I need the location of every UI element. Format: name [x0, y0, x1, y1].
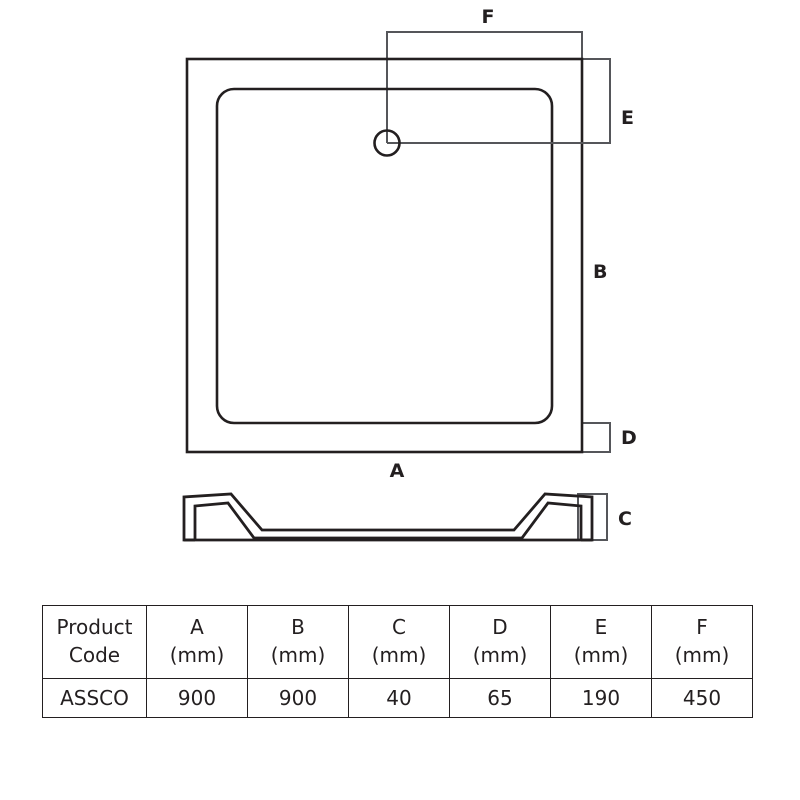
header-line-2: (mm) — [472, 643, 528, 667]
section-view-group: C — [182, 492, 632, 542]
header-line-1: Product — [56, 615, 133, 640]
cell-b: 900 — [247, 678, 349, 718]
header-line-2: Code — [68, 643, 121, 667]
table-header: Product Code A (mm) B (mm) C (mm) D (m — [42, 605, 753, 679]
cell-a: 900 — [146, 678, 248, 718]
table-header-c: C (mm) — [348, 605, 450, 679]
table-header-e: E (mm) — [550, 605, 652, 679]
cell-e: 190 — [550, 678, 652, 718]
table-header-d: D (mm) — [449, 605, 551, 679]
table-header-product-code: Product Code — [42, 605, 147, 679]
dimension-label-a: A — [390, 460, 405, 482]
table-row: ASSCO 900 900 40 65 190 450 — [42, 678, 753, 718]
dimension-label-c: C — [618, 508, 632, 530]
header-line-1: C — [392, 615, 406, 640]
dimension-e-bracket — [582, 58, 611, 144]
header-line-1: F — [696, 615, 708, 640]
header-line-2: (mm) — [270, 643, 326, 667]
table-header-f: F (mm) — [651, 605, 753, 679]
table-header-row: Product Code A (mm) B (mm) C (mm) D (m — [42, 605, 753, 679]
dimension-label-d: D — [621, 427, 637, 449]
plan-view-group: F E B D A — [185, 6, 637, 482]
cell-f: 450 — [651, 678, 753, 718]
cell-d: 65 — [449, 678, 551, 718]
table-header-a: A (mm) — [146, 605, 248, 679]
header-line-2: (mm) — [674, 643, 730, 667]
header-line-2: (mm) — [371, 643, 427, 667]
dimension-label-e: E — [621, 107, 634, 129]
table-header-b: B (mm) — [247, 605, 349, 679]
waste-outlet-circle — [373, 129, 401, 157]
header-line-1: B — [291, 615, 305, 640]
specification-table: Product Code A (mm) B (mm) C (mm) D (m — [42, 605, 753, 718]
header-line-1: D — [492, 615, 508, 640]
header-line-1: A — [190, 615, 204, 640]
header-line-1: E — [594, 615, 608, 640]
cell-c: 40 — [348, 678, 450, 718]
header-line-2: (mm) — [573, 643, 629, 667]
dimension-d-bracket — [582, 422, 611, 453]
dimension-label-f: F — [482, 6, 495, 28]
profile-outer-edge — [182, 492, 594, 542]
tray-outer-outline — [185, 57, 584, 454]
tray-inner-outline — [215, 87, 554, 425]
profile-inner-edge — [193, 501, 583, 540]
cell-product-code: ASSCO — [42, 678, 147, 718]
dimension-label-b: B — [593, 261, 607, 283]
header-line-2: (mm) — [169, 643, 225, 667]
table-body: ASSCO 900 900 40 65 190 450 — [42, 678, 753, 718]
